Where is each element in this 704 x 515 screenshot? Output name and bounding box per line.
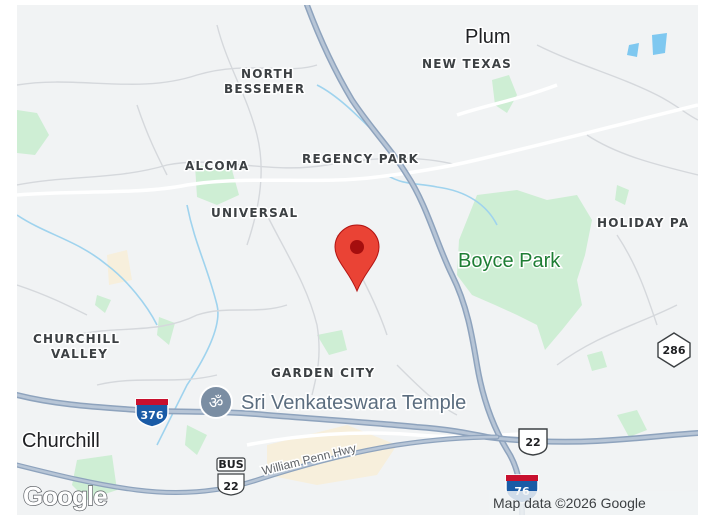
i376-shield-number: 376	[141, 409, 164, 422]
label-churchill-valley-2: VALLEY	[51, 347, 108, 361]
hindu-temple-icon[interactable]	[199, 385, 233, 419]
us22-shield: 22	[518, 428, 548, 456]
i376-shield: 376	[135, 398, 169, 428]
label-churchill-valley-1: CHURCHILL	[33, 332, 120, 346]
green-areas	[17, 75, 647, 500]
local-roads	[17, 24, 698, 416]
park-holiday	[615, 185, 629, 205]
pa286-shield: 286	[657, 332, 691, 368]
poi-temple[interactable]: ॐ Sri Venkateswara Temple	[199, 385, 468, 419]
highway-i76-inner	[305, 5, 524, 515]
poi-temple-label[interactable]: Sri Venkateswara Temple	[240, 391, 468, 416]
park-west	[17, 110, 49, 155]
label-churchill: Churchill	[22, 430, 100, 452]
map-canvas[interactable]: Plum NEW TEXAS NORTH BESSEMER ALCOMA REG…	[17, 5, 698, 515]
google-logo: Google	[23, 481, 107, 511]
label-new-texas: NEW TEXAS	[422, 57, 512, 71]
map-graphic[interactable]: Plum NEW TEXAS NORTH BESSEMER ALCOMA REG…	[17, 5, 698, 515]
park-alcoma	[195, 165, 239, 205]
label-north-bessemer-1: NORTH	[241, 67, 294, 81]
us22-shield-number: 22	[525, 436, 540, 449]
pond-1	[652, 33, 667, 55]
pa286-shield-number: 286	[663, 344, 686, 357]
svg-text:ॐ: ॐ	[209, 393, 224, 412]
us22-bus-number: 22	[223, 480, 238, 493]
us22-bus-label: BUS	[218, 458, 243, 471]
label-holiday-park: HOLIDAY PA	[597, 216, 689, 230]
label-universal: UNIVERSAL	[211, 206, 298, 220]
map-attribution[interactable]: Map data ©2026 Google	[493, 495, 646, 511]
pond-2	[627, 43, 639, 57]
label-garden-city: GARDEN CITY	[271, 366, 375, 380]
label-boyce-park[interactable]: Boyce Park	[457, 249, 563, 274]
boyce-park-area	[457, 190, 592, 350]
label-regency-park: REGENCY PARK	[302, 152, 419, 166]
water-features	[627, 33, 667, 57]
label-alcoma: ALCOMA	[185, 159, 249, 173]
label-plum: Plum	[465, 26, 511, 48]
label-north-bessemer-2: BESSEMER	[224, 82, 305, 96]
location-pin-icon[interactable]	[334, 224, 380, 293]
urban-areas	[107, 250, 397, 485]
us22-bus-shield: BUS 22	[216, 457, 246, 496]
